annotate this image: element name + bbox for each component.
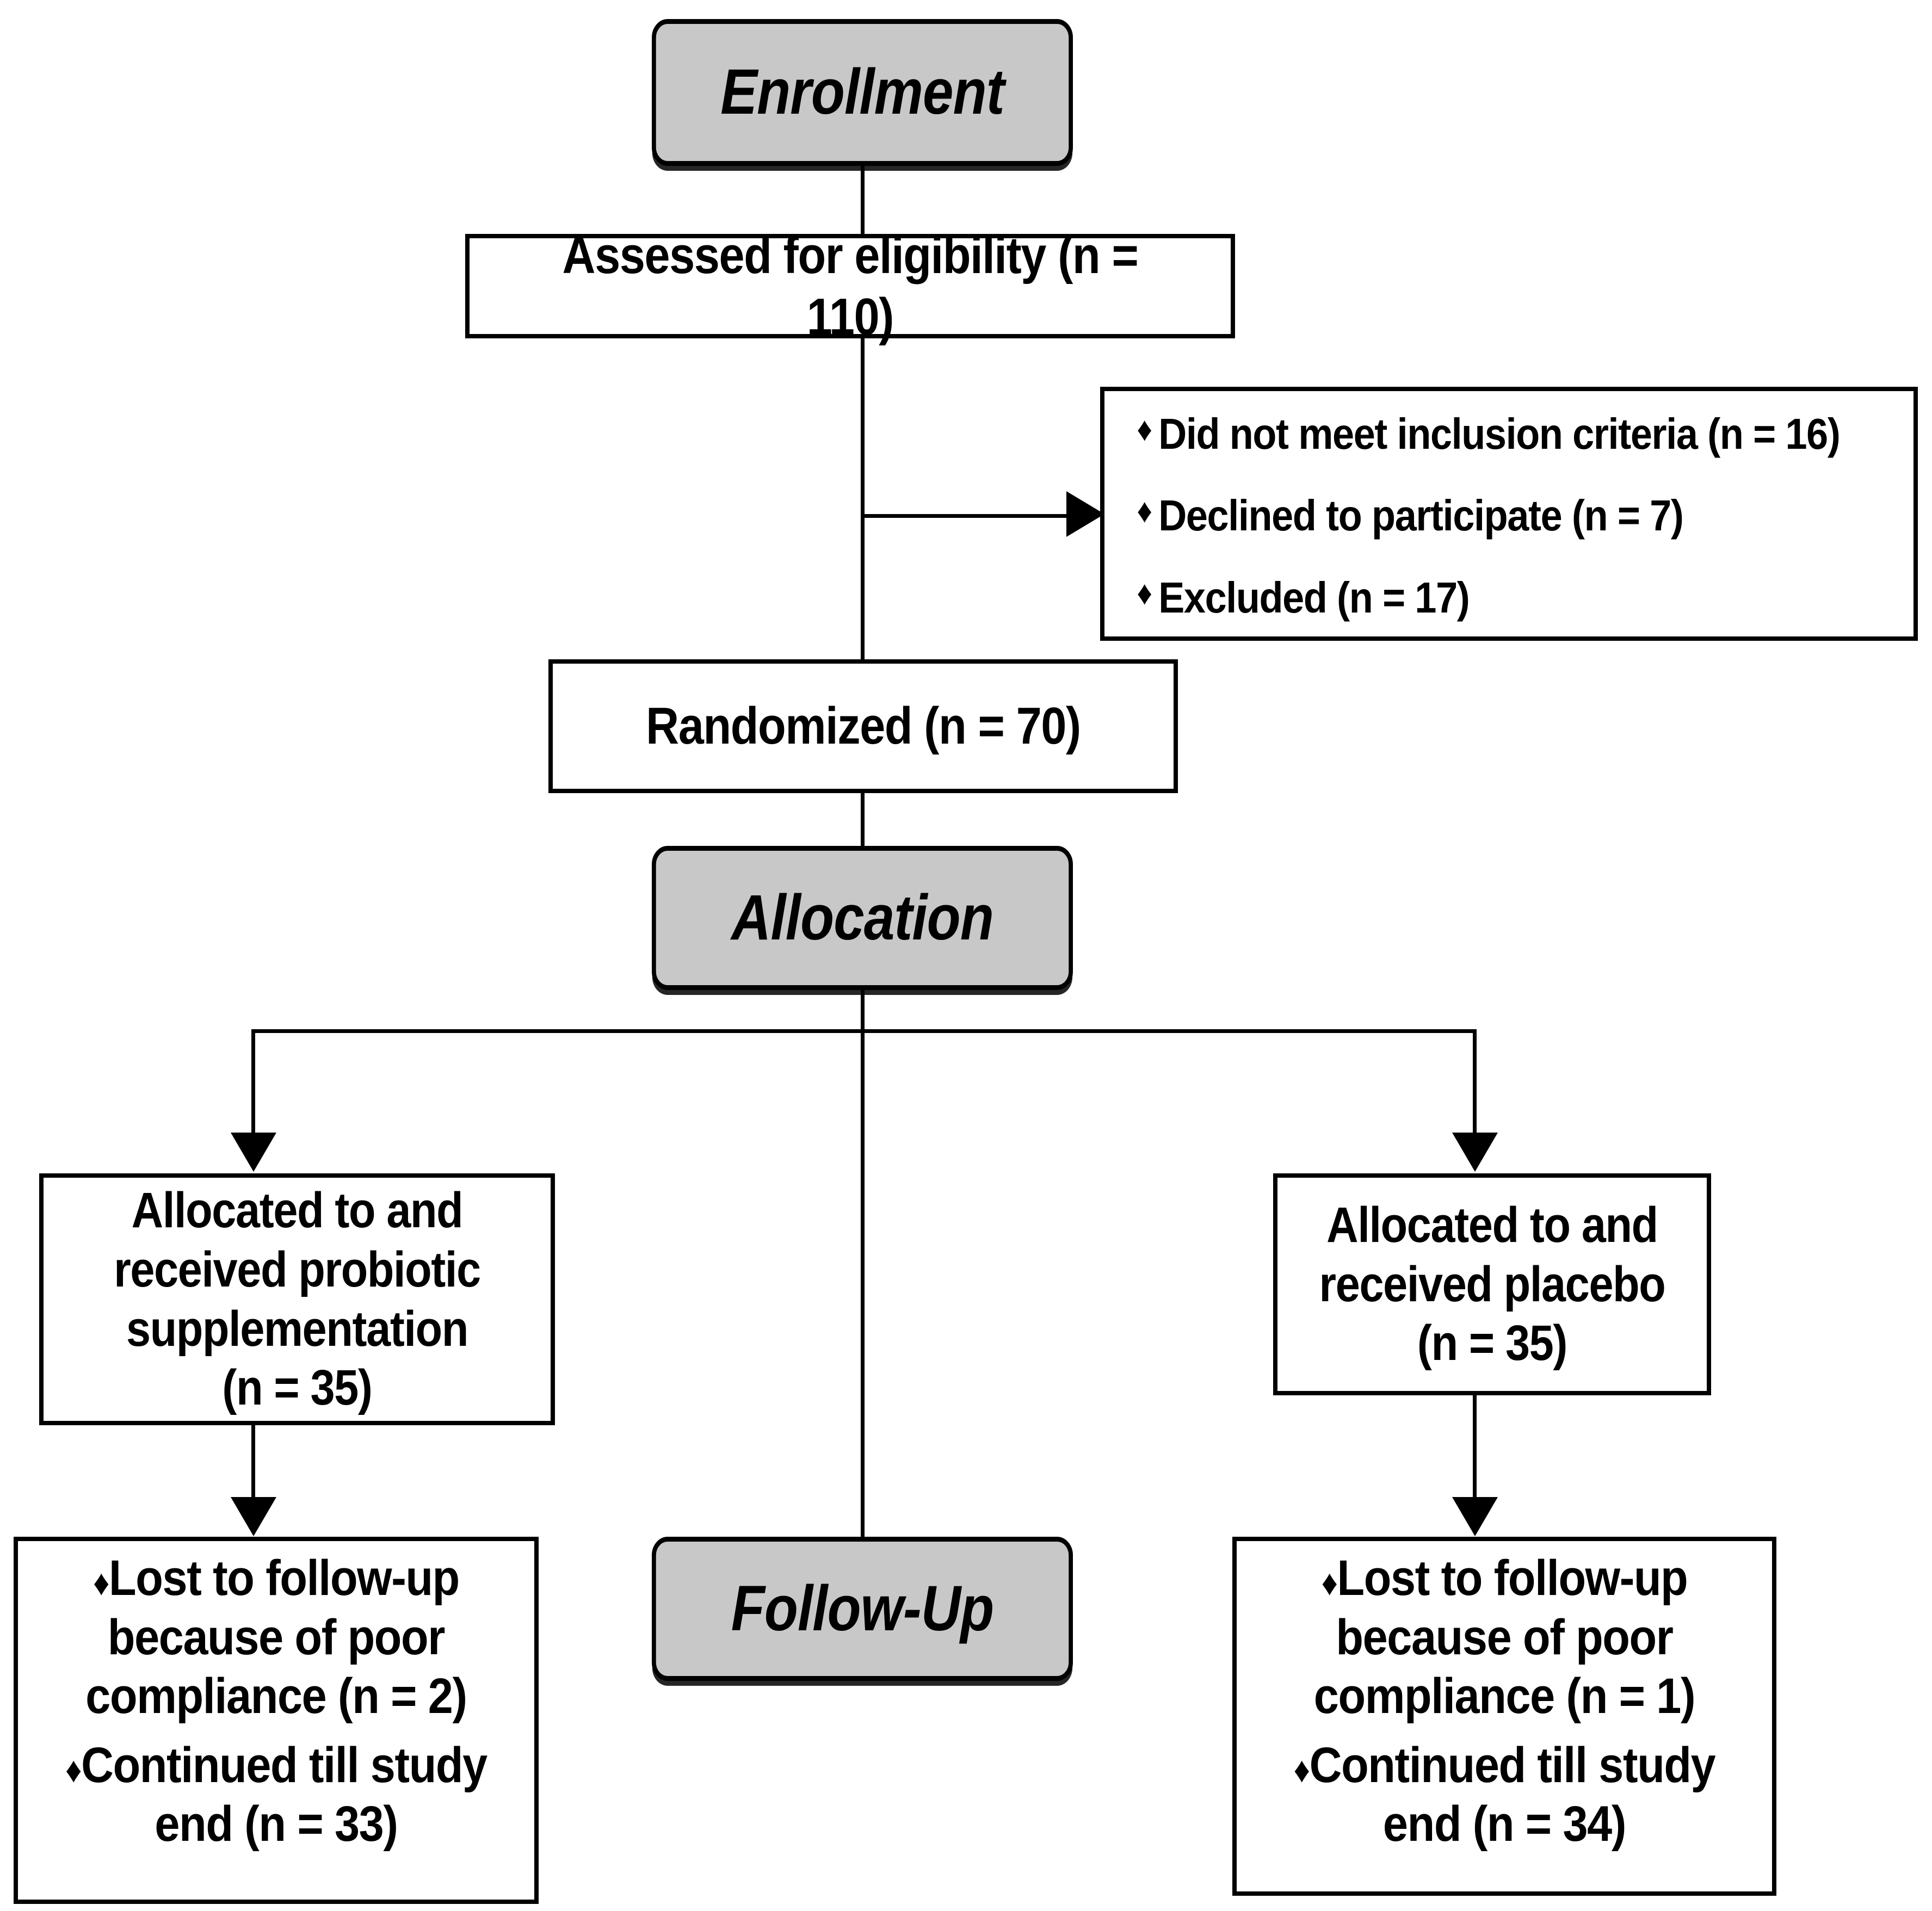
diamond-bullet-icon: ♦ xyxy=(1321,1562,1338,1603)
node-allocated-placebo: Allocated to and received placebo (n = 3… xyxy=(1273,1173,1711,1395)
arrowhead-to-placebo-allocation xyxy=(1452,1133,1498,1172)
list-item: ♦ Did not meet inclusion criteria (n = 1… xyxy=(1130,409,1840,460)
followup-probiotic-item-label: Lost to follow-up because of poor compli… xyxy=(85,1550,467,1724)
stage-enrollment-label: Enrollment xyxy=(720,56,1004,128)
followup-placebo-item-label: Lost to follow-up because of poor compli… xyxy=(1313,1550,1696,1724)
stage-banner-enrollment: Enrollment xyxy=(652,19,1073,166)
excluded-item-label: Did not meet inclusion criteria (n = 16) xyxy=(1158,409,1841,458)
node-allocated-probiotic: Allocated to and received probiotic supp… xyxy=(39,1173,555,1425)
connector-enrollment-to-assessed xyxy=(861,166,865,236)
list-item: ♦Lost to follow-up because of poor compl… xyxy=(48,1549,503,1726)
list-item: ♦Lost to follow-up because of poor compl… xyxy=(1268,1549,1740,1726)
list-item: ♦Continued till study end (n = 33) xyxy=(48,1736,503,1854)
stage-allocation-label: Allocation xyxy=(731,881,994,954)
stage-follow-up-label: Follow-Up xyxy=(731,1572,994,1644)
excluded-bullet-list: ♦ Did not meet inclusion criteria (n = 1… xyxy=(1100,404,1918,623)
node-excluded: ♦ Did not meet inclusion criteria (n = 1… xyxy=(1100,387,1918,641)
list-item: ♦Continued till study end (n = 34) xyxy=(1268,1736,1740,1854)
followup-placebo-list: ♦Lost to follow-up because of poor compl… xyxy=(1237,1541,1772,1854)
diamond-bullet-icon: ♦ xyxy=(1137,492,1152,530)
followup-probiotic-item-label: Continued till study end (n = 33) xyxy=(81,1737,487,1852)
connector-placebo-to-followup xyxy=(1473,1395,1477,1500)
connector-split-bar xyxy=(251,1029,1477,1033)
arrowhead-to-placebo-followup xyxy=(1452,1497,1498,1536)
connector-to-excluded xyxy=(861,514,1076,518)
connector-branch-left xyxy=(251,1029,255,1134)
assessed-label: Assessed for eligibility (n = 110) xyxy=(562,226,1139,346)
diamond-bullet-icon: ♦ xyxy=(65,1749,82,1790)
connector-randomized-to-allocation xyxy=(861,793,865,848)
arrowhead-to-excluded xyxy=(1066,491,1104,537)
connector-assessed-to-randomized xyxy=(861,338,865,660)
arrowhead-to-probiotic-followup xyxy=(231,1497,276,1536)
connector-probiotic-to-followup xyxy=(251,1425,255,1500)
node-followup-placebo: ♦Lost to follow-up because of poor compl… xyxy=(1232,1537,1776,1896)
followup-placebo-item-label: Continued till study end (n = 34) xyxy=(1309,1737,1716,1852)
randomized-label: Randomized (n = 70) xyxy=(646,697,1081,756)
allocated-placebo-label: Allocated to and received placebo (n = 3… xyxy=(1319,1197,1666,1371)
diamond-bullet-icon: ♦ xyxy=(1137,574,1152,612)
node-assessed-for-eligibility: Assessed for eligibility (n = 110) xyxy=(465,226,1235,346)
arrowhead-to-probiotic-allocation xyxy=(231,1133,276,1172)
allocated-probiotic-label: Allocated to and received probiotic supp… xyxy=(114,1183,481,1416)
excluded-item-label: Excluded (n = 17) xyxy=(1158,573,1470,622)
list-item: ♦ Excluded (n = 17) xyxy=(1130,572,1840,623)
followup-probiotic-list: ♦Lost to follow-up because of poor compl… xyxy=(18,1541,534,1854)
stage-banner-follow-up: Follow-Up xyxy=(652,1537,1073,1681)
diamond-bullet-icon: ♦ xyxy=(1137,410,1152,448)
diamond-bullet-icon: ♦ xyxy=(93,1562,109,1603)
list-item: ♦ Declined to participate (n = 7) xyxy=(1130,490,1840,541)
excluded-item-label: Declined to participate (n = 7) xyxy=(1158,491,1684,540)
node-randomized: Randomized (n = 70) xyxy=(548,659,1178,793)
node-followup-probiotic: ♦Lost to follow-up because of poor compl… xyxy=(14,1537,539,1904)
connector-branch-right xyxy=(1473,1029,1477,1134)
stage-banner-allocation: Allocation xyxy=(652,846,1073,990)
connector-allocation-spine xyxy=(861,990,865,1539)
diamond-bullet-icon: ♦ xyxy=(1293,1749,1310,1790)
